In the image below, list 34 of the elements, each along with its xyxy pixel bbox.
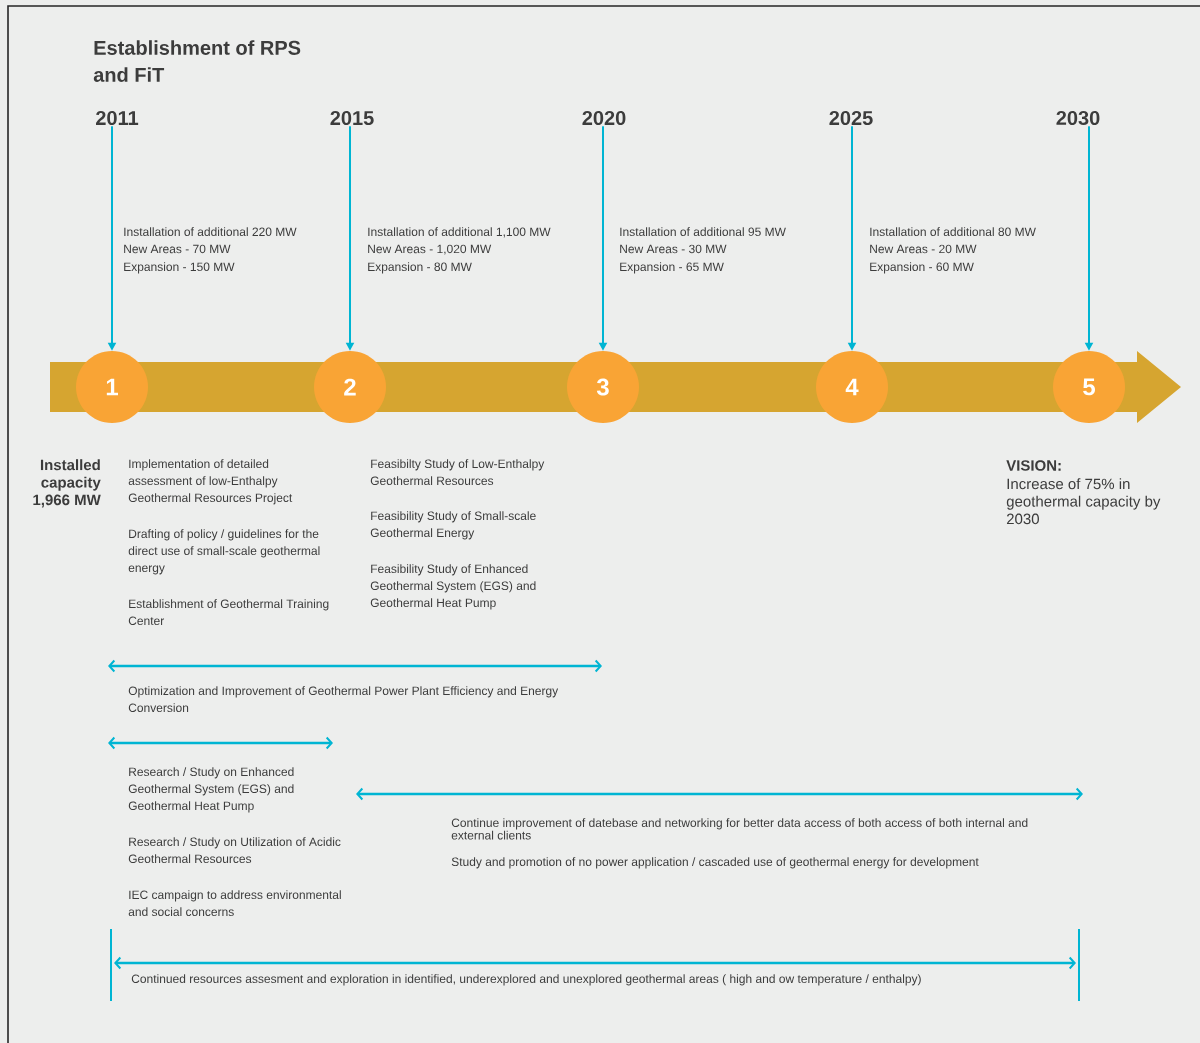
- note-text: Optimization and Improvement of Geothermal Power Plant Efficiency and Energy Conversion: [128, 686, 559, 712]
- year-label: 2025: [829, 110, 873, 126]
- note-text: Expansion - 80 MW: [368, 262, 472, 274]
- note-text: Installation of additional 95 MW: [620, 227, 786, 236]
- note-text: Feasibilty Study of Low-Enthalpy Geothermal Resources: [370, 459, 545, 485]
- year-label: 2015: [330, 110, 374, 126]
- note-text: New Areas - 20 MW: [870, 244, 977, 254]
- note-text: Establishment of RPS and FiT: [93, 40, 301, 82]
- note-text: New Areas - 1,020 MW: [368, 244, 492, 255]
- note-text: Increase of 75% in geothermal capacity by 2030: [1006, 478, 1161, 525]
- note-text: Feasibility Study of Enhanced Geothermal System (EGS) and Geothermal Heat Pump: [370, 564, 536, 610]
- year-label: 2020: [582, 110, 626, 126]
- note-text: Feasibility Study of Small-scale Geothermal Energy: [370, 511, 536, 540]
- note-text: Establishment of Geothermal Training Center: [128, 599, 329, 625]
- note-text: New Areas - 30 MW: [620, 244, 727, 254]
- note-text: Installation of additional 220 MW: [124, 227, 297, 236]
- note-text: Continued resources assesment and exploration in identified, underexplored and unexplored geothermal areas ( high and ow temperature / enthalpy): [131, 974, 921, 986]
- note-text: VISION:: [1006, 460, 1061, 471]
- note-text: Research / Study on Enhanced Geothermal System (EGS) and Geothermal Heat Pump: [128, 767, 294, 813]
- note-text: Installed capacity 1,966 MW: [33, 459, 101, 508]
- note-text: Drafting of policy / guidelines for the direct use of small-scale geothermal energy: [128, 529, 320, 575]
- note-text: Expansion - 65 MW: [620, 262, 724, 274]
- note-text: Expansion - 150 MW: [124, 262, 235, 274]
- note-text: Implementation of detailed assessment of low-Enthalpy Geothermal Resources Project: [128, 459, 293, 505]
- note-text: Expansion - 60 MW: [870, 262, 974, 274]
- year-label: 2011: [96, 110, 139, 126]
- note-text: Installation of additional 80 MW: [870, 227, 1036, 236]
- note-text: Continue improvement of datebase and networking for better data access of both access of both internal and external clients: [451, 818, 1028, 840]
- note-text: New Areas - 70 MW: [124, 244, 231, 254]
- note-text: IEC campaign to address environmental and social concerns: [128, 890, 341, 916]
- note-text: Research / Study on Utilization of Acidic Geothermal Resources: [128, 837, 341, 863]
- note-text: Installation of additional 1,100 MW: [368, 227, 551, 238]
- note-text: Study and promotion of no power application / cascaded use of geothermal energy for development: [451, 857, 979, 869]
- year-label: 2030: [1056, 110, 1100, 126]
